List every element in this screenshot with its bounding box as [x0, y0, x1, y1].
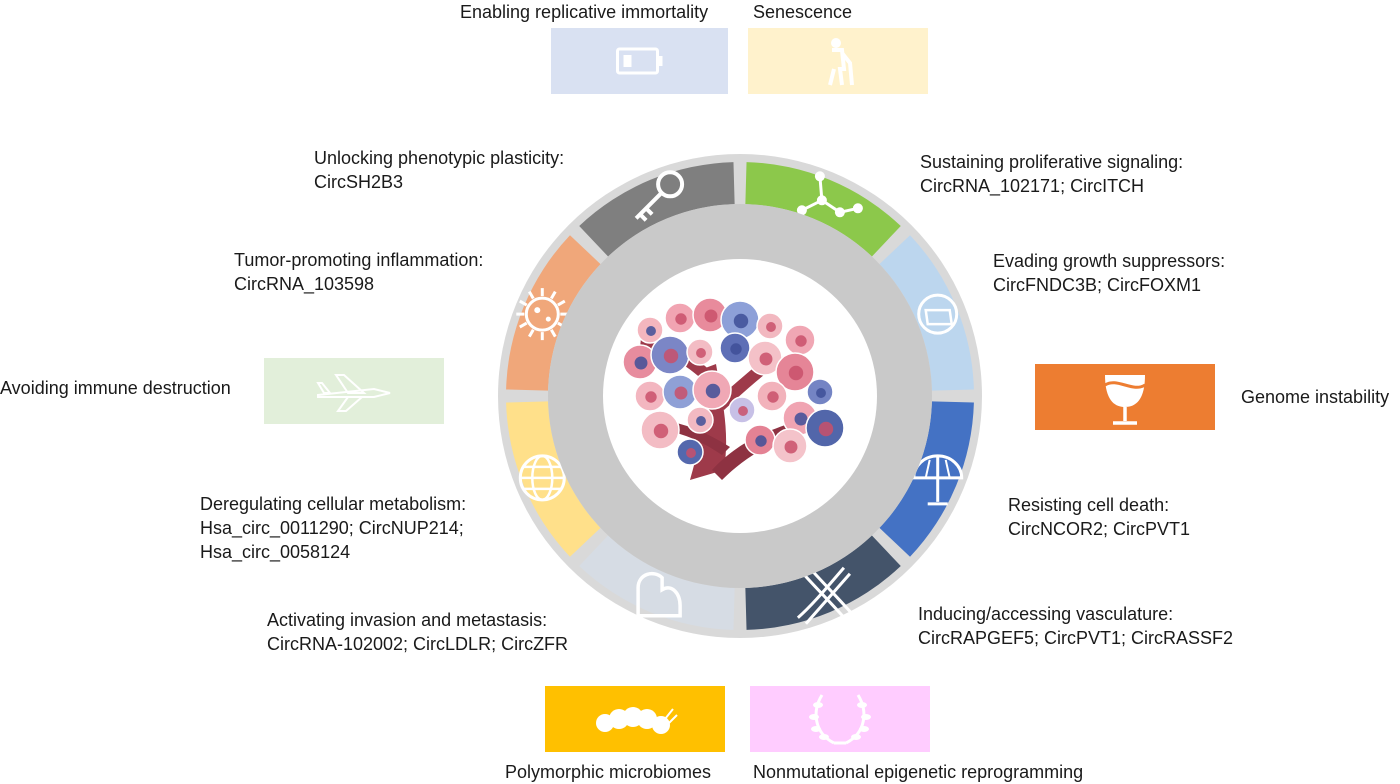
hallmark-title: Inducing/accessing vasculature:: [918, 604, 1174, 624]
hallmark-title: Activating invasion and metastasis:: [267, 610, 548, 630]
battery-icon: [616, 47, 663, 75]
box-senescence: [748, 28, 928, 94]
box-immortality: [551, 28, 728, 94]
label-immortality: Enabling replicative immortality: [460, 2, 709, 22]
label-epigenetic: Nonmutational epigenetic reprogramming: [753, 762, 1084, 782]
tumor-tree-illustration: [622, 297, 845, 480]
box-genome: [1035, 364, 1215, 430]
circrna-list: CircRAPGEF5; CircPVT1; CircRASSF2: [918, 628, 1234, 648]
segment-proliferative: [745, 162, 901, 257]
label-immune: Avoiding immune destruction: [0, 378, 231, 398]
hallmark-title: Evading growth suppressors:: [993, 251, 1226, 271]
network-nodes-icon: [796, 171, 863, 218]
globe-icon: [518, 454, 566, 502]
label-cell-death: Resisting cell death: CircNCOR2; CircPVT1: [1008, 493, 1190, 541]
label-metabolism: Deregulating cellular metabolism: Hsa_cir…: [200, 492, 466, 564]
label-senescence: Senescence: [753, 2, 853, 22]
box-microbiomes: [545, 686, 725, 752]
arm-icon: [636, 571, 682, 618]
label-vasculature: Inducing/accessing vasculature: CircRAPGE…: [918, 602, 1233, 650]
segment-invasion: [579, 535, 735, 630]
segment-inflammation: [506, 235, 601, 391]
circrna-list: CircSH2B3: [314, 172, 404, 192]
label-growth-suppressors: Evading growth suppressors: CircFNDC3B; C…: [993, 249, 1225, 297]
circrna-list: CircNCOR2; CircPVT1: [1008, 519, 1191, 539]
hallmark-title: Tumor-promoting inflammation:: [234, 250, 484, 270]
circrna-list: Hsa_circ_0011290; CircNUP214;: [200, 518, 464, 538]
virus-icon: [516, 288, 569, 341]
wine-glass-icon: [1104, 375, 1146, 425]
circrna-list-cont: Hsa_circ_0058124: [200, 542, 351, 562]
box-immune: [264, 358, 444, 424]
elderly-person-icon: [828, 38, 854, 86]
label-genome: Genome instability: [1241, 387, 1390, 407]
fighter-jet-icon: [316, 374, 391, 412]
laurel-wreath-icon: [809, 694, 871, 745]
segment-plasticity: [579, 162, 735, 257]
label-microbiomes: Polymorphic microbiomes: [505, 762, 712, 782]
label-plasticity: Unlocking phenotypic plasticity: CircSH2B…: [314, 146, 564, 194]
hallmark-title: Deregulating cellular metabolism:: [200, 494, 467, 514]
key-icon: [634, 170, 685, 222]
hallmark-title: Unlocking phenotypic plasticity:: [314, 148, 565, 168]
circrna-list: CircRNA_103598: [234, 274, 375, 294]
label-inflammation: Tumor-promoting inflammation: CircRNA_103…: [234, 248, 483, 296]
circrna-list: CircRNA_102171; CircITCH: [920, 176, 1145, 196]
hallmark-title: Sustaining proliferative signaling:: [920, 152, 1184, 172]
hallmark-title: Resisting cell death:: [1008, 495, 1170, 515]
label-invasion: Activating invasion and metastasis: CircR…: [267, 608, 568, 656]
circrna-list: CircRNA-102002; CircLDLR; CircZFR: [267, 634, 569, 654]
helmet-icon: [917, 293, 959, 335]
box-epigenetic: [750, 686, 930, 752]
circrna-list: CircFNDC3B; CircFOXM1: [993, 275, 1202, 295]
label-proliferative: Sustaining proliferative signaling: CircR…: [920, 150, 1183, 198]
caterpillar-icon: [596, 707, 678, 734]
